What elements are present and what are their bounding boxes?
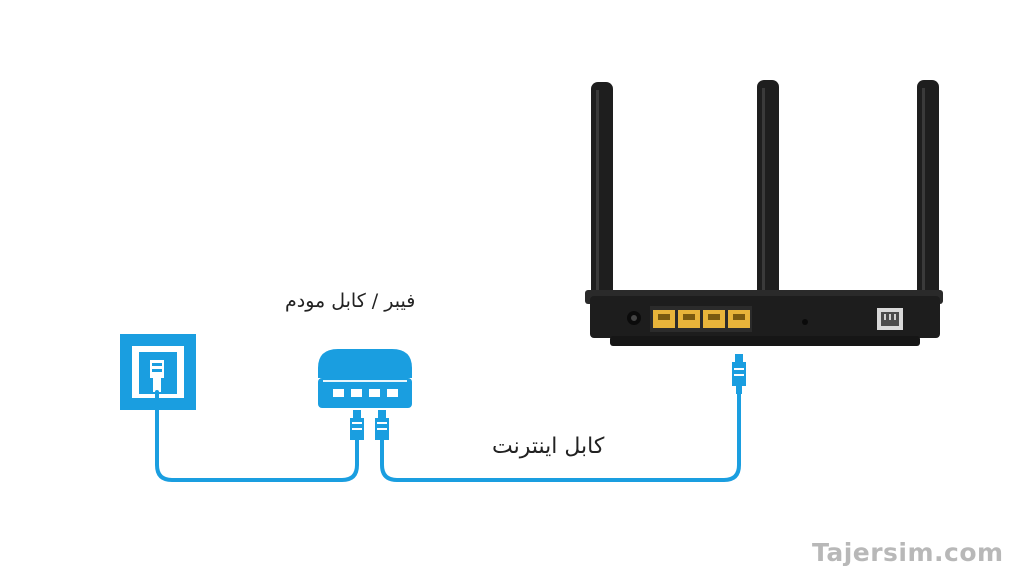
modem-label: فیبر / کابل مودم	[285, 290, 416, 312]
wall-to-modem-cable	[155, 390, 359, 482]
antenna-right	[917, 80, 939, 308]
modem-icon	[318, 349, 412, 408]
cables	[155, 390, 741, 482]
wall-jack-icon	[120, 334, 196, 410]
ethernet-plug-icon	[375, 410, 389, 440]
ethernet-plug-icon	[350, 410, 364, 440]
watermark: Tajersim.com	[812, 538, 1004, 567]
antenna-left	[591, 82, 613, 308]
ethernet-plug-icon	[732, 354, 746, 394]
router-icon	[585, 80, 943, 346]
internet-cable-label: کابل اینترنت	[492, 434, 605, 459]
modem-to-router-cable	[380, 390, 741, 482]
